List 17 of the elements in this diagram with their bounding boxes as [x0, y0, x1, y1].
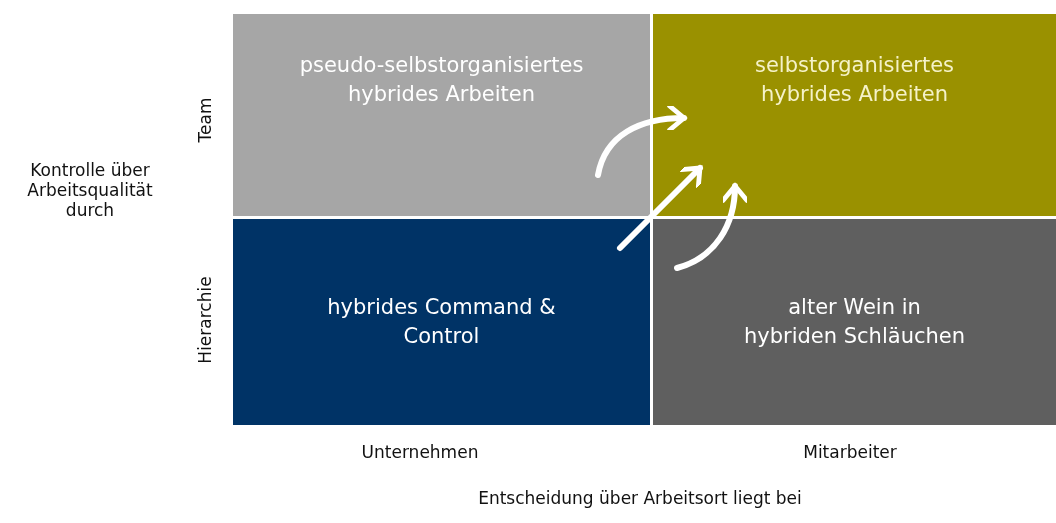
quadrant-label: selbstorganisiertes hybrides Arbeiten — [753, 52, 956, 108]
axis-title: Kontrolle über Arbeitsqualität durch — [26, 160, 154, 220]
quadrant-label: alter Wein in hybriden Schläuchen — [742, 294, 967, 350]
quadrant-label: hybrides Command & Control — [326, 294, 557, 350]
axis-category-label: Mitarbeiter — [802, 442, 898, 462]
quadrant-box — [233, 219, 650, 425]
axis-category-label: Hierarchie — [195, 275, 215, 365]
curved-arrow — [674, 183, 749, 271]
axis-title: Entscheidung über Arbeitsort liegt bei — [477, 488, 803, 508]
curved-arrow — [595, 104, 687, 178]
curved-arrow — [617, 165, 703, 251]
quadrant-label: pseudo-selbstorganisiertes hybrides Arbeiten — [298, 52, 585, 108]
axis-category-label: Team — [195, 96, 215, 145]
quadrant-box — [653, 219, 1056, 425]
axis-category-label: Unternehmen — [360, 442, 480, 462]
quadrant-box — [653, 14, 1056, 216]
quadrant-box — [233, 14, 650, 216]
